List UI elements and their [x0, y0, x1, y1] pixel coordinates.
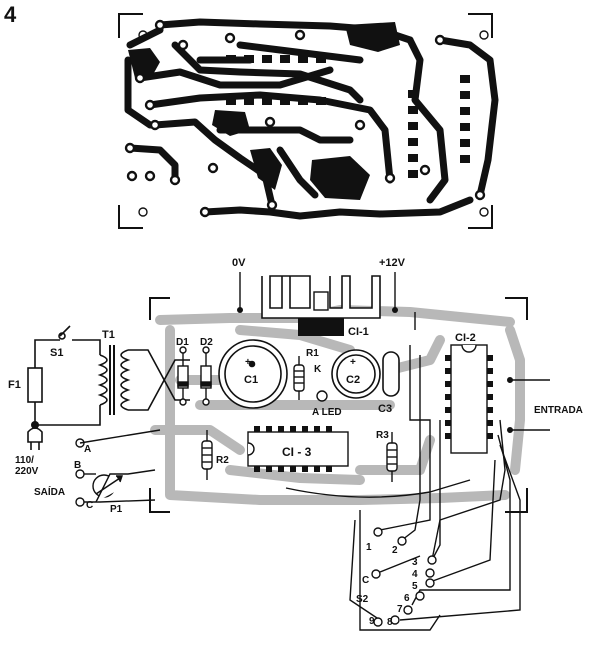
label-c2: C2: [346, 374, 360, 386]
label-pos-1: 1: [366, 542, 372, 553]
label-d2: D2: [200, 337, 213, 348]
led: [316, 390, 328, 402]
label-pos-7: 7: [397, 604, 403, 615]
resistor-r1: [293, 356, 305, 400]
entrada-wires: [510, 379, 550, 431]
resistor-r3: [386, 432, 398, 482]
label-saida: SAÍDA: [34, 485, 65, 498]
svg-text:+: +: [350, 357, 356, 368]
ci3-pins: [254, 426, 332, 472]
pcb-component-view: 0V +12V CI-1: [8, 257, 583, 631]
label-12v: +12V: [379, 257, 406, 269]
label-0v: 0V: [232, 257, 246, 269]
label-s2: S2: [356, 594, 369, 605]
label-b: B: [74, 460, 81, 471]
foil-holes: [124, 19, 486, 218]
board-corner-marks-bottom: [149, 297, 528, 513]
label-pos-8: 8: [387, 617, 393, 628]
label-f1: F1: [8, 379, 21, 391]
label-r3: R3: [376, 430, 389, 441]
label-pos-3: 3: [412, 557, 418, 568]
label-a: A: [84, 444, 91, 455]
svg-text:+: +: [245, 357, 251, 368]
label-c3: C3: [378, 403, 392, 415]
label-k: K: [314, 364, 322, 375]
label-ci1: CI-1: [348, 326, 369, 338]
output-terminals: [75, 429, 161, 507]
label-mains: 110/: [15, 455, 34, 466]
capacitor-c1: [218, 339, 288, 409]
label-s1: S1: [50, 347, 63, 359]
board-corner-marks: [118, 13, 493, 229]
label-d1: D1: [176, 337, 189, 348]
label-pos-5: 5: [412, 581, 418, 592]
label-p1: P1: [110, 504, 123, 515]
label-ci3: CI - 3: [282, 445, 312, 459]
label-c1: C1: [244, 374, 258, 386]
label-pos-4: 4: [412, 569, 418, 580]
resistor-r2: [201, 430, 213, 480]
ic-ci2: [450, 344, 488, 454]
label-pos-2: 2: [392, 545, 398, 556]
capacitor-c3: [382, 351, 400, 397]
label-t1: T1: [102, 329, 115, 341]
diode-d1: [177, 346, 189, 406]
diode-d2: [200, 346, 212, 406]
label-led: A LED: [312, 407, 342, 418]
label-pos-6: 6: [404, 593, 410, 604]
foil-tracks: [124, 18, 499, 220]
label-c-terminal: C: [86, 500, 93, 511]
mains-section: [27, 325, 190, 450]
label-r2: R2: [216, 455, 229, 466]
capacitor-c2: [331, 349, 381, 399]
foil-pads: [128, 22, 470, 200]
label-mains-2: 220V: [15, 466, 39, 477]
s2-contacts: [371, 527, 437, 627]
figure-number: 4: [4, 2, 17, 27]
ci2-pins: [445, 355, 493, 439]
label-c-switch: C: [362, 575, 369, 586]
label-r1: R1: [306, 348, 319, 359]
label-ci2: CI-2: [455, 332, 476, 344]
ci1-regulator: [298, 318, 344, 336]
pcb-foil-view: [118, 13, 499, 229]
ic-ci3: [247, 431, 349, 467]
label-entrada: ENTRADA: [534, 405, 583, 416]
label-pos-9: 9: [369, 616, 375, 627]
